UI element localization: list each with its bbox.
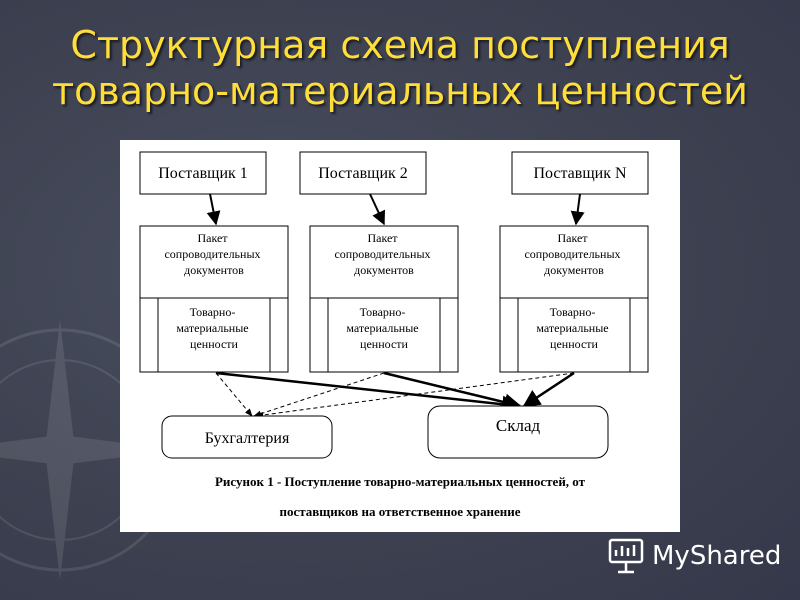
slide-title: Структурная схема поступления товарно-ма… (0, 22, 800, 114)
slide-title-line-1: Структурная схема поступления (70, 23, 730, 67)
figure-caption-line-1: Рисунок 1 - Поступление товарно-материал… (214, 474, 586, 489)
supplier-label-2: Поставщик 2 (318, 165, 408, 182)
diagram-canvas: Поставщик 1 Поставщик 2 Поставщик N Паке… (139, 151, 649, 459)
accounting-box: Бухгалтерия (161, 415, 333, 459)
document-block-1: Пакет сопроводительных документов Товарн… (139, 225, 289, 373)
warehouse-box: Склад (427, 405, 609, 459)
package-label-1: Пакет сопроводительных документов (164, 231, 263, 277)
document-block-n: Пакет сопроводительных документов Товарн… (499, 225, 649, 373)
presentation-board-icon (608, 538, 644, 574)
goods-flow-arrows (215, 371, 575, 413)
slide-title-line-2: товарно-материальных ценностей (52, 69, 748, 113)
document-block-2: Пакет сопроводительных документов Товарн… (309, 225, 459, 373)
supplier-box-n: Поставщик N (511, 151, 649, 195)
goods-label-2: Товарно- материальные ценности (346, 305, 421, 351)
warehouse-label: Склад (496, 416, 541, 435)
goods-label-1: Товарно- материальные ценности (176, 305, 251, 351)
goods-label-n: Товарно- материальные ценности (536, 305, 611, 351)
logo-text: MyShared (652, 541, 782, 571)
supplier-box-2: Поставщик 2 (299, 151, 427, 195)
accounting-label: Бухгалтерия (205, 430, 290, 447)
myshared-logo: MyShared (606, 536, 786, 576)
package-label-2: Пакет сопроводительных документов (334, 231, 433, 277)
supplier-label-1: Поставщик 1 (158, 165, 248, 182)
structure-diagram: Поставщик 1 Поставщик 2 Поставщик N Паке… (120, 140, 680, 532)
arrow-supplier-n (570, 193, 585, 226)
supplier-box-1: Поставщик 1 (139, 151, 267, 195)
document-flow-arrows (215, 372, 575, 419)
package-label-n: Пакет сопроводительных документов (524, 231, 623, 277)
arrow-supplier-2 (369, 193, 386, 226)
supplier-label-n: Поставщик N (533, 165, 627, 182)
figure-caption-line-2: поставщиков на ответственное хранение (279, 504, 521, 519)
arrow-supplier-1 (206, 193, 221, 226)
